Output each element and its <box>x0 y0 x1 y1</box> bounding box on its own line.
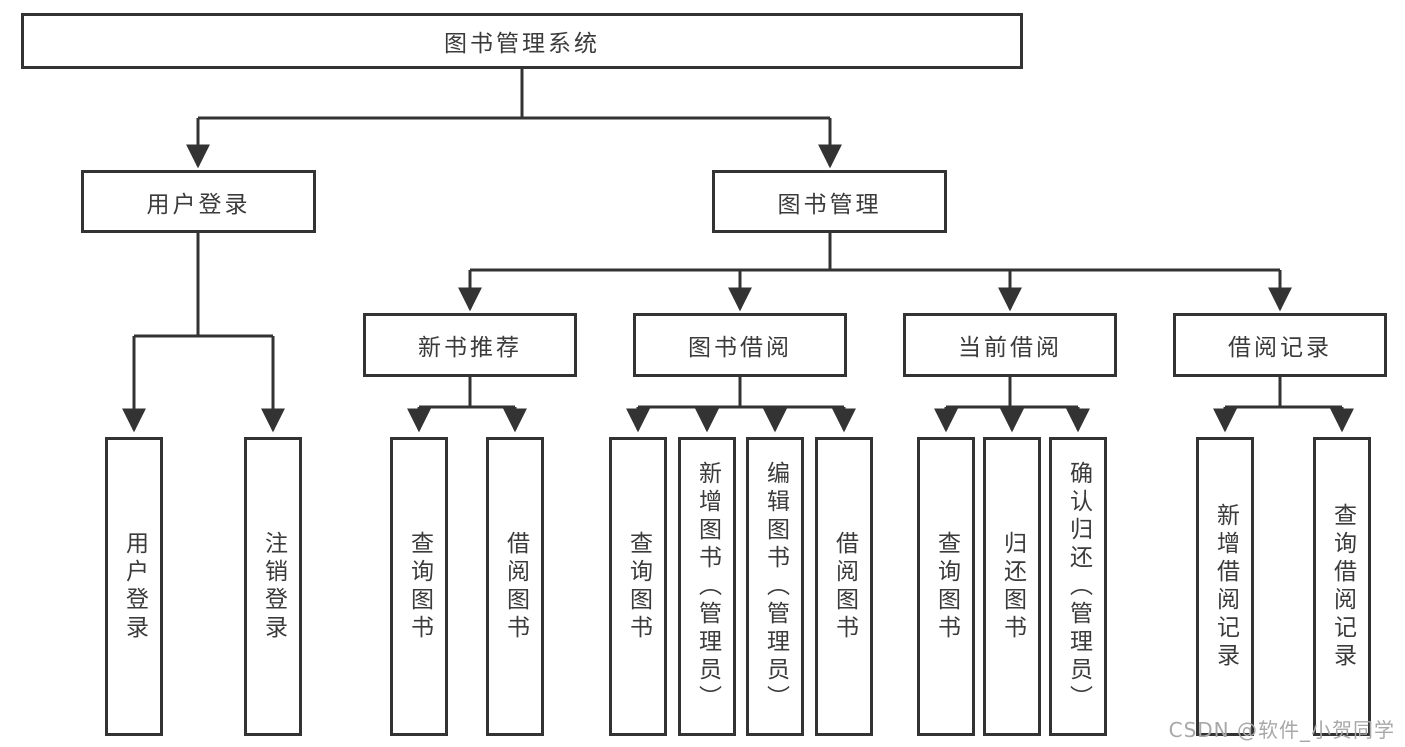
leaf-query-books-2: 查询图书 <box>609 437 667 736</box>
node-label: 图书管理 <box>777 191 882 218</box>
node-label: 新增借阅记录 <box>1212 502 1239 671</box>
connector-current-borrowing-elbow <box>946 377 1078 409</box>
leaf-borrow-books-1: 借阅图书 <box>486 437 544 736</box>
node-label: 借阅记录 <box>1228 335 1332 361</box>
leaf-query-books-3: 查询图书 <box>917 437 975 736</box>
node-library-management-system: 图书管理系统 <box>21 13 1023 69</box>
node-label: 新书推荐 <box>418 335 522 361</box>
leaf-logout: 注销登录 <box>244 437 302 736</box>
connector-book-borrowing-elbow <box>638 377 844 409</box>
node-label: 查询图书 <box>406 530 433 643</box>
leaf-borrow-books-2: 借阅图书 <box>815 437 873 736</box>
node-label: 用户登录 <box>146 191 251 218</box>
leaf-edit-book-admin: 编辑图书（管理员） <box>746 437 804 736</box>
connector-book-management-elbow <box>470 233 1280 272</box>
node-label: 编辑图书（管理员） <box>762 460 789 713</box>
node-label: 确认归还（管理员） <box>1065 460 1092 713</box>
node-label: 注销登录 <box>260 530 287 643</box>
node-label: 新增图书（管理员） <box>694 460 721 713</box>
leaf-confirm-return-admin: 确认归还（管理员） <box>1049 437 1107 736</box>
leaf-user-login: 用户登录 <box>105 437 163 736</box>
node-label: 图书管理系统 <box>444 31 600 57</box>
node-label: 归还图书 <box>999 530 1026 643</box>
node-label: 查询图书 <box>625 530 652 643</box>
node-book-management: 图书管理 <box>712 170 947 233</box>
node-label: 当前借阅 <box>958 335 1062 361</box>
node-label: 借阅图书 <box>502 530 529 643</box>
connector-new-book-elbow <box>419 377 515 409</box>
node-book-borrowing: 图书借阅 <box>633 313 847 377</box>
leaf-query-borrow-record: 查询借阅记录 <box>1313 437 1371 736</box>
leaf-return-books: 归还图书 <box>983 437 1041 736</box>
connector-user-login-elbow <box>134 233 273 338</box>
leaf-add-book-admin: 新增图书（管理员） <box>678 437 736 736</box>
node-user-login: 用户登录 <box>81 170 316 233</box>
leaf-query-books-1: 查询图书 <box>390 437 448 736</box>
node-label: 查询借阅记录 <box>1329 502 1356 671</box>
node-label: 查询图书 <box>933 530 960 643</box>
connector-root-elbow <box>198 69 830 120</box>
node-label: 图书借阅 <box>688 335 792 361</box>
node-label: 借阅图书 <box>831 530 858 643</box>
node-new-book-recommend: 新书推荐 <box>363 313 577 377</box>
connector-borrowing-records-elbow <box>1225 377 1342 409</box>
node-borrowing-records: 借阅记录 <box>1173 313 1387 377</box>
csdn-watermark: CSDN @软件_小贺同学 <box>1168 718 1395 742</box>
node-label: 用户登录 <box>121 530 148 643</box>
node-current-borrowing: 当前借阅 <box>903 313 1117 377</box>
leaf-add-borrow-record: 新增借阅记录 <box>1196 437 1254 736</box>
